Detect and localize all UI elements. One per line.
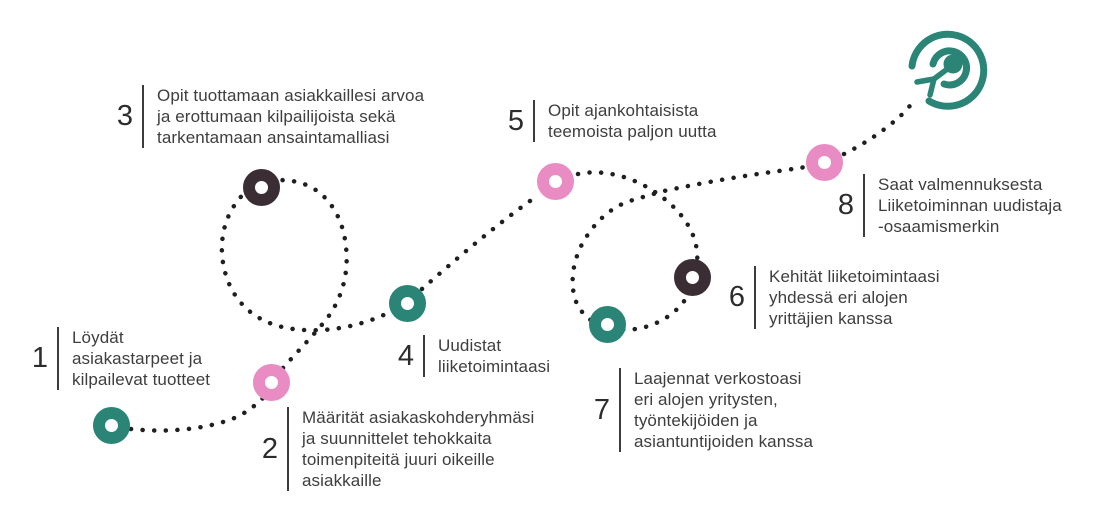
- step-6-divider: [754, 266, 756, 329]
- step-1-number: 1: [31, 342, 48, 374]
- step-5-marker: [537, 163, 574, 200]
- step-6: 6 Kehität liiketoimintaasi yhdessä eri a…: [715, 266, 940, 329]
- step-4-marker: [389, 285, 426, 322]
- step-3-text: Opit tuottamaan asiakkaillesi arvoa ja e…: [157, 86, 425, 147]
- step-1: 1 Löydät asiakastarpeet ja kilpailevat t…: [18, 327, 210, 390]
- step-5-number: 5: [507, 104, 524, 137]
- step-2-marker: [253, 364, 290, 401]
- step-3-number: 3: [116, 100, 133, 132]
- step-1-text: Löydät asiakastarpeet ja kilpailevat tuo…: [72, 328, 211, 389]
- step-8-marker: [806, 144, 843, 181]
- step-2-number: 2: [261, 432, 278, 465]
- step-7-number: 7: [593, 393, 610, 426]
- target-outer-ring: [908, 30, 988, 110]
- step-8-number: 8: [837, 189, 854, 221]
- step-3-marker: [243, 169, 280, 206]
- step-5: 5 Opit ajankohtaisista teemoista paljon …: [494, 100, 717, 142]
- target-with-dart-icon: [908, 30, 988, 110]
- step-8: 8 Saat valmennuksesta Liiketoiminnan uud…: [824, 174, 1062, 237]
- path-segment-5-loop-8: [570, 162, 821, 332]
- target-inner-ring: [929, 47, 970, 89]
- step-1-divider: [57, 327, 59, 390]
- step-4: 4 Uudistat liiketoimintaasi: [384, 335, 550, 377]
- path-segment-1-2: [128, 393, 268, 433]
- step-6-marker: [674, 259, 711, 296]
- dart-fletching-down: [927, 76, 937, 98]
- step-8-text: Saat valmennuksesta Liiketoiminnan uudis…: [878, 175, 1062, 236]
- step-4-divider: [423, 335, 425, 377]
- step-7-marker: [589, 306, 626, 343]
- step-8-divider: [863, 174, 865, 237]
- step-5-text: Opit ajankohtaisista teemoista paljon uu…: [548, 101, 717, 141]
- step-3-divider: [142, 85, 144, 148]
- step-7-text: Laajennat verkostoasi eri alojen yrityst…: [634, 369, 814, 451]
- step-5-divider: [533, 100, 535, 142]
- step-6-number: 6: [728, 281, 745, 313]
- step-4-text: Uudistat liiketoimintaasi: [438, 336, 551, 376]
- path-segment-4-5: [419, 193, 540, 292]
- step-2: 2 Määrität asiakaskohderyhmäsi ja suunni…: [248, 407, 534, 491]
- step-2-divider: [287, 407, 289, 491]
- dart-shaft: [931, 64, 953, 82]
- step-1-marker: [93, 407, 130, 444]
- step-7: 7 Laajennat verkostoasi eri alojen yrity…: [580, 368, 813, 452]
- step-3: 3 Opit tuottamaan asiakkaillesi arvoa ja…: [103, 85, 424, 148]
- step-2-text: Määrität asiakaskohderyhmäsi ja suunnitt…: [302, 408, 535, 490]
- step-6-text: Kehität liiketoimintaasi yhdessä eri alo…: [769, 267, 940, 328]
- step-7-divider: [619, 368, 621, 452]
- path-segment-2-loop-4: [219, 177, 397, 371]
- step-4-number: 4: [397, 339, 414, 372]
- path-segment-8-target: [841, 98, 917, 157]
